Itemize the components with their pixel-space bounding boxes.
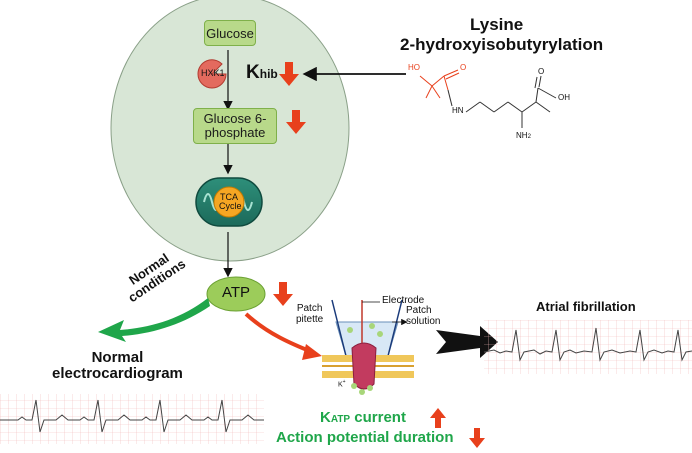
k-ion-label: K+ — [338, 379, 346, 389]
molecule-o2: O — [538, 67, 545, 76]
fibrillation-arrow-icon — [436, 326, 498, 358]
g6p-down-arrow-icon — [286, 110, 306, 134]
molecule-o1: O — [460, 63, 467, 72]
af-ecg-trace — [483, 320, 692, 374]
katp-up-arrow-icon — [430, 408, 446, 428]
khib-lysine-molecule — [419, 69, 557, 128]
af-title: Atrial fibrillation — [536, 299, 636, 314]
atp-label: ATP — [222, 284, 251, 301]
normal-conditions-arrow-icon — [98, 298, 210, 342]
atp-node — [206, 276, 266, 312]
khib-down-arrow-icon — [279, 62, 299, 86]
apd-label: Action potential duration — [276, 429, 454, 446]
hxk1-label: HXK1 — [201, 68, 225, 78]
hxk1-enzyme-icon — [197, 59, 227, 89]
lysine-subtitle: 2-hydroxyisobutyrylation — [400, 35, 604, 54]
patch-arrowhead-icon — [302, 344, 322, 360]
patch-clamp-illustration — [322, 299, 414, 395]
mitochondrion-icon — [195, 177, 263, 227]
molecule-hn: HN — [452, 106, 464, 115]
atp-down-arrow-icon — [273, 282, 293, 306]
g6p-box: Glucose 6-phosphate — [193, 108, 277, 144]
glucose-box: Glucose — [204, 20, 256, 46]
molecule-nh2: NH2 — [516, 131, 531, 140]
normal-ecg-trace — [0, 394, 264, 444]
katp-current-label: KATP current — [320, 409, 406, 426]
electrode-label: Electrode — [382, 295, 425, 306]
molecule-oh: OH — [558, 93, 570, 102]
lysine-title: Lysine — [470, 15, 524, 34]
apd-down-arrow-icon — [469, 428, 485, 448]
molecule-ho: HO — [408, 63, 420, 72]
khib-label: Khib — [246, 62, 278, 83]
